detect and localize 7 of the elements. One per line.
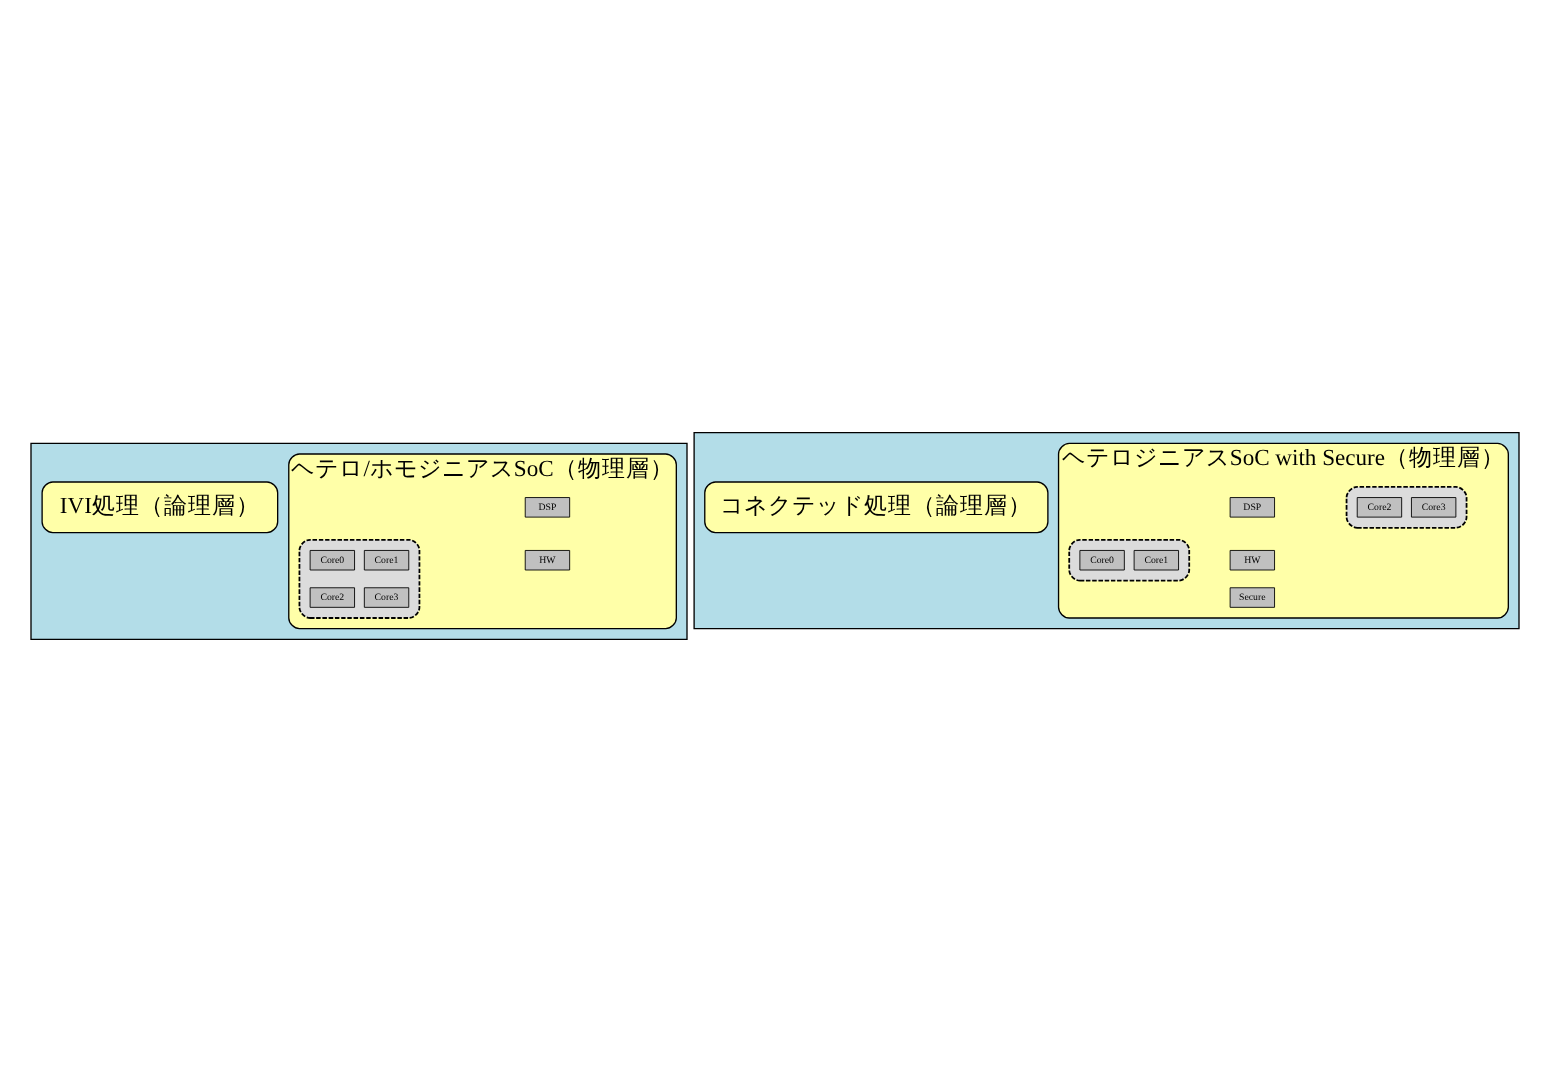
cluster: [298, 537, 421, 618]
cluster: [30, 441, 688, 639]
node-box: コネクテッド処理（論理層）: [704, 480, 1049, 533]
cluster: [1345, 485, 1468, 528]
cluster: [1068, 537, 1191, 581]
cluster: [693, 431, 1520, 629]
node-box: IVI処理（論理層）: [41, 480, 279, 533]
